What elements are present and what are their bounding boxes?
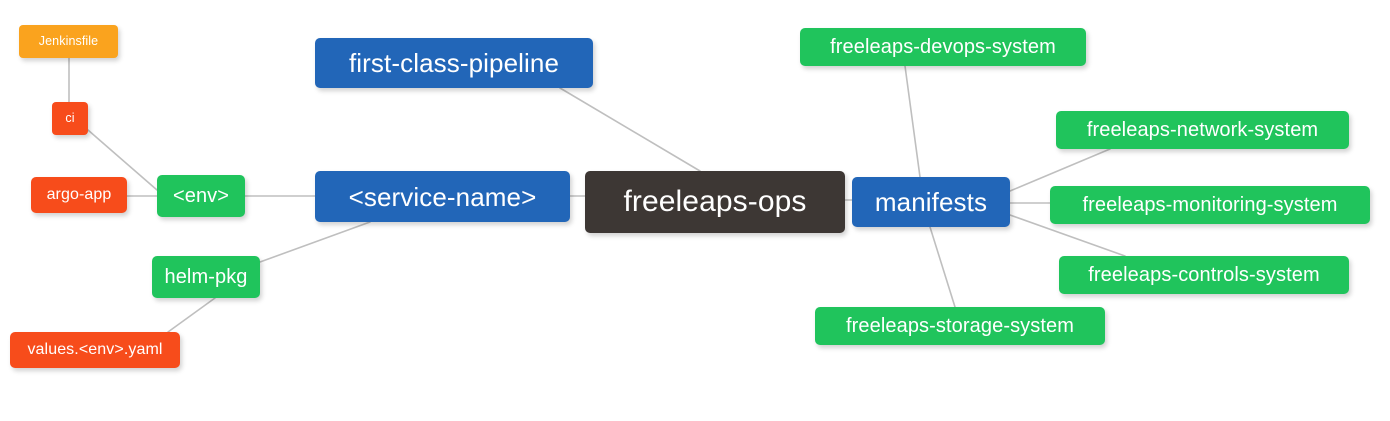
node-jenkinsfile[interactable]: Jenkinsfile xyxy=(19,25,118,58)
node-storage[interactable]: freeleaps-storage-system xyxy=(815,307,1105,345)
edge-values-yaml-to-helm-pkg xyxy=(167,297,216,333)
node-values-yaml[interactable]: values.<env>.yaml xyxy=(10,332,180,368)
node-env[interactable]: <env> xyxy=(157,175,245,217)
node-argo-app[interactable]: argo-app xyxy=(31,177,127,213)
node-controls[interactable]: freeleaps-controls-system xyxy=(1059,256,1349,294)
edge-manifests-to-storage xyxy=(929,226,956,308)
node-pipeline[interactable]: first-class-pipeline xyxy=(315,38,593,88)
edge-manifests-to-devops xyxy=(904,65,921,178)
edge-manifests-to-network xyxy=(1009,148,1111,192)
node-freeleaps-ops[interactable]: freeleaps-ops xyxy=(585,171,845,233)
node-devops[interactable]: freeleaps-devops-system xyxy=(800,28,1086,66)
node-network[interactable]: freeleaps-network-system xyxy=(1056,111,1349,149)
node-manifests[interactable]: manifests xyxy=(852,177,1010,227)
node-ci[interactable]: ci xyxy=(52,102,88,135)
node-service-name[interactable]: <service-name> xyxy=(315,171,570,222)
edge-pipeline-to-freeleaps-ops xyxy=(559,87,701,172)
node-helm-pkg[interactable]: helm-pkg xyxy=(152,256,260,298)
edge-helm-pkg-to-service-name xyxy=(259,221,371,263)
node-monitoring[interactable]: freeleaps-monitoring-system xyxy=(1050,186,1370,224)
